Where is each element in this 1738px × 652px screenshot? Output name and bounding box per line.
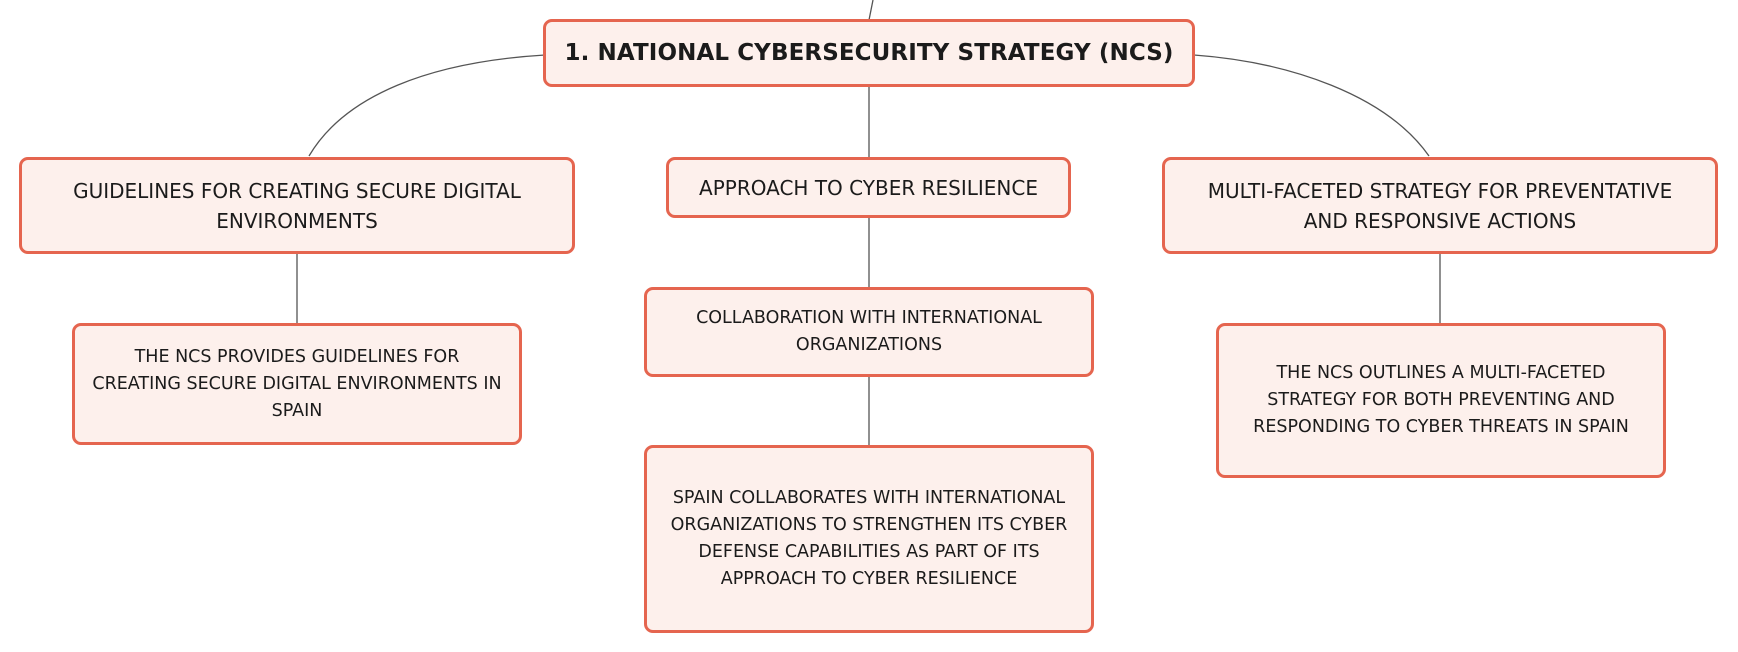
leaf-node-multifaceted-detail[interactable]: THE NCS OUTLINES A MULTI-FACETED STRATEG… (1216, 323, 1666, 478)
branch-node-guidelines-label: GUIDELINES FOR CREATING SECURE DIGITAL E… (73, 178, 521, 233)
leaf-node-collaboration-detail[interactable]: SPAIN COLLABORATES WITH INTERNATIONAL OR… (644, 445, 1094, 633)
branch-node-guidelines[interactable]: GUIDELINES FOR CREATING SECURE DIGITAL E… (19, 157, 575, 254)
leaf-node-collaboration-detail-text: SPAIN COLLABORATES WITH INTERNATIONAL OR… (670, 488, 1068, 589)
connector-root-to-guidelines (308, 54, 546, 157)
branch-node-multifaceted[interactable]: MULTI-FACETED STRATEGY FOR PREVENTATIVE … (1162, 157, 1718, 254)
connector-root-to-multifaceted (1193, 54, 1430, 157)
branch-node-multifaceted-label: MULTI-FACETED STRATEGY FOR PREVENTATIVE … (1207, 178, 1673, 233)
root-node[interactable]: 1. NATIONAL CYBERSECURITY STRATEGY (NCS) (543, 19, 1195, 87)
branch-node-resilience-label: APPROACH TO CYBER RESILIENCE (699, 175, 1038, 200)
sub-node-collaboration-label: COLLABORATION WITH INTERNATIONAL ORGANIZ… (696, 308, 1042, 355)
root-node-label: 1. NATIONAL CYBERSECURITY STRATEGY (NCS) (564, 40, 1174, 66)
sub-node-collaboration[interactable]: COLLABORATION WITH INTERNATIONAL ORGANIZ… (644, 287, 1094, 377)
branch-node-resilience[interactable]: APPROACH TO CYBER RESILIENCE (666, 157, 1071, 218)
leaf-node-multifaceted-detail-text: THE NCS OUTLINES A MULTI-FACETED STRATEG… (1253, 363, 1629, 437)
connector-parent-to-root (868, 0, 874, 21)
leaf-node-guidelines-detail-text: THE NCS PROVIDES GUIDELINES FOR CREATING… (92, 346, 502, 421)
leaf-node-guidelines-detail[interactable]: THE NCS PROVIDES GUIDELINES FOR CREATING… (72, 323, 522, 445)
